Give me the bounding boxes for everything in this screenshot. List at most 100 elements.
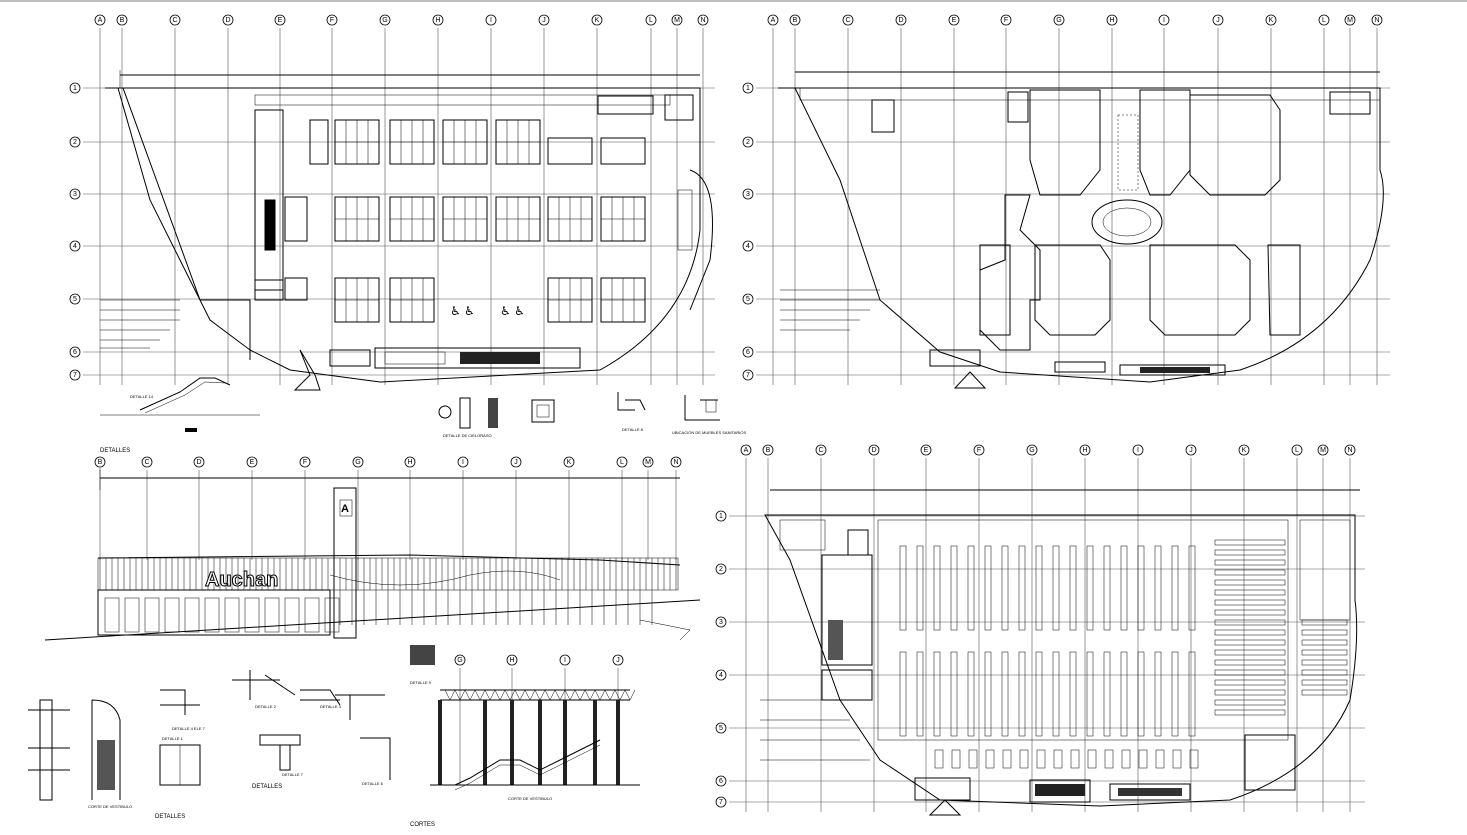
detail-strip-bottom: DETALLES DETALLES DETALLES CORTES DETALL… [28, 394, 746, 828]
svg-text:M: M [674, 17, 680, 24]
svg-text:M: M [645, 459, 651, 466]
plan3-row-5: 5 [715, 722, 727, 734]
elevation-col-D: D [193, 456, 205, 468]
svg-text:K: K [1242, 447, 1247, 454]
svg-text:3: 3 [719, 619, 723, 626]
svg-text:E: E [278, 17, 283, 24]
plan2-col-G: G [1053, 14, 1065, 26]
plan2-col-M: M [1344, 14, 1356, 26]
plan3-col-K: K [1238, 444, 1250, 456]
svg-text:J: J [616, 657, 620, 664]
svg-text:6: 6 [746, 349, 750, 356]
svg-text:A: A [771, 17, 776, 24]
svg-text:2: 2 [73, 139, 77, 146]
svg-text:D: D [871, 447, 876, 454]
plan3-row-7: 7 [715, 796, 727, 808]
plan1-col-E: E [274, 14, 286, 26]
plan2-row-5: 5 [742, 293, 754, 305]
svg-text:A: A [98, 17, 103, 24]
plan1-col-B: B [116, 14, 128, 26]
elevation-col-N: N [670, 456, 682, 468]
plan1-col-N: N [697, 14, 709, 26]
svg-text:H: H [1109, 17, 1114, 24]
plan1-row-2: 2 [69, 136, 81, 148]
section-corte [430, 668, 640, 791]
plan3-col-H: H [1079, 444, 1091, 456]
plan1-col-F: F [326, 14, 338, 26]
plan3-row-2: 2 [715, 563, 727, 575]
elevation-col-E: E [246, 456, 258, 468]
svg-text:C: C [172, 17, 177, 24]
elevation-col-K: K [563, 456, 575, 468]
svg-text:L: L [620, 459, 624, 466]
plan3-col-B: B [762, 444, 774, 456]
caption-detalle-4: DETALLE 4 ELE 7 [172, 726, 206, 731]
plan1-row-1: 1 [69, 82, 81, 94]
svg-text:D: D [225, 17, 230, 24]
caption-detalles-bottom: DETALLES [155, 814, 185, 820]
plan1-row-5: 5 [69, 293, 81, 305]
plan2-col-D: D [895, 14, 907, 26]
plan3-row-1: 1 [715, 510, 727, 522]
plan2-col-I: I [1158, 14, 1170, 26]
plan3-col-A: A [740, 444, 752, 456]
svg-text:4: 4 [719, 672, 723, 679]
svg-text:H: H [509, 657, 514, 664]
plan2-row-2: 2 [742, 136, 754, 148]
section-col-J: J [612, 654, 624, 666]
svg-text:7: 7 [73, 372, 77, 379]
svg-text:6: 6 [719, 778, 723, 785]
plan3-col-G: G [1026, 444, 1038, 456]
caption-cortes: CORTES [410, 822, 435, 828]
svg-text:M: M [1347, 17, 1353, 24]
plan1-col-D: D [222, 14, 234, 26]
svg-text:L: L [1322, 17, 1326, 24]
svg-text:4: 4 [73, 243, 77, 250]
svg-text:5: 5 [719, 725, 723, 732]
svg-text:5: 5 [746, 296, 750, 303]
svg-text:N: N [1347, 447, 1352, 454]
caption-ubicacion-muebles: UBICACION DE MUEBLES SANITARIOS [672, 430, 746, 435]
svg-text:G: G [382, 17, 387, 24]
svg-text:L: L [649, 17, 653, 24]
caption-detalle-3: DETALLE 3 [320, 704, 342, 709]
svg-text:♿: ♿ [450, 304, 461, 318]
caption-corte-vestibulo-2: CORTE DE VESTIBULO [508, 796, 552, 801]
caption-detalle-1: DETALLE 1 [162, 736, 184, 741]
plan2-col-E: E [948, 14, 960, 26]
caption-corte-vestibulo: CORTE DE VESTIBULO [88, 804, 132, 809]
detail-strip-top [100, 377, 720, 432]
svg-text:E: E [924, 447, 929, 454]
svg-text:G: G [1056, 17, 1061, 24]
plan2-row-3: 3 [742, 188, 754, 200]
plan1-col-C: C [169, 14, 181, 26]
plan-parking-level: ♿ ♿ ♿ ♿ [83, 28, 715, 391]
plan3-row-3: 3 [715, 616, 727, 628]
svg-text:G: G [1029, 447, 1034, 454]
elevation-col-L: L [616, 456, 628, 468]
svg-text:3: 3 [746, 191, 750, 198]
svg-text:K: K [1269, 17, 1274, 24]
svg-text:J: J [514, 459, 518, 466]
svg-text:F: F [977, 447, 981, 454]
plan1-col-J: J [538, 14, 550, 26]
svg-text:F: F [330, 17, 334, 24]
svg-text:G: G [355, 459, 360, 466]
svg-text:N: N [673, 459, 678, 466]
caption-detalle-7: DETALLE 7 [282, 772, 304, 777]
svg-text:D: D [196, 459, 201, 466]
elevation-col-J: J [510, 456, 522, 468]
caption-detalle-cielorraso: DETALLE DE CIELORASO [443, 433, 492, 438]
svg-text:B: B [120, 17, 125, 24]
plan1-row-6: 6 [69, 346, 81, 358]
caption-detalle-2: DETALLE 2 [255, 704, 277, 709]
plan2-row-6: 6 [742, 346, 754, 358]
plan1-col-L: L [645, 14, 657, 26]
svg-text:I: I [490, 17, 492, 24]
plan2-row-1: 1 [742, 82, 754, 94]
svg-text:K: K [595, 17, 600, 24]
front-elevation: A Auchan [44, 468, 701, 641]
svg-text:♿: ♿ [500, 304, 511, 318]
svg-text:F: F [303, 459, 307, 466]
